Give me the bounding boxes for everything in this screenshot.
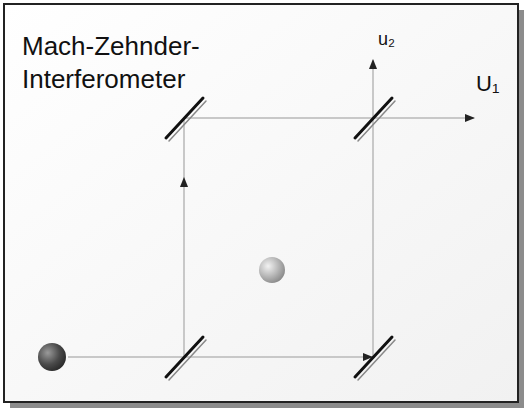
source-ball [38, 343, 66, 371]
output-label: U₁ [476, 70, 516, 98]
beam-paths [68, 62, 470, 357]
title-label: Mach-Zehnder- Interferometer [22, 30, 222, 95]
beam-arrows [184, 60, 474, 357]
output-label: u₂ [378, 28, 418, 51]
photon-ball [259, 257, 285, 283]
mirror-backs [169, 101, 395, 380]
frame [4, 4, 518, 402]
